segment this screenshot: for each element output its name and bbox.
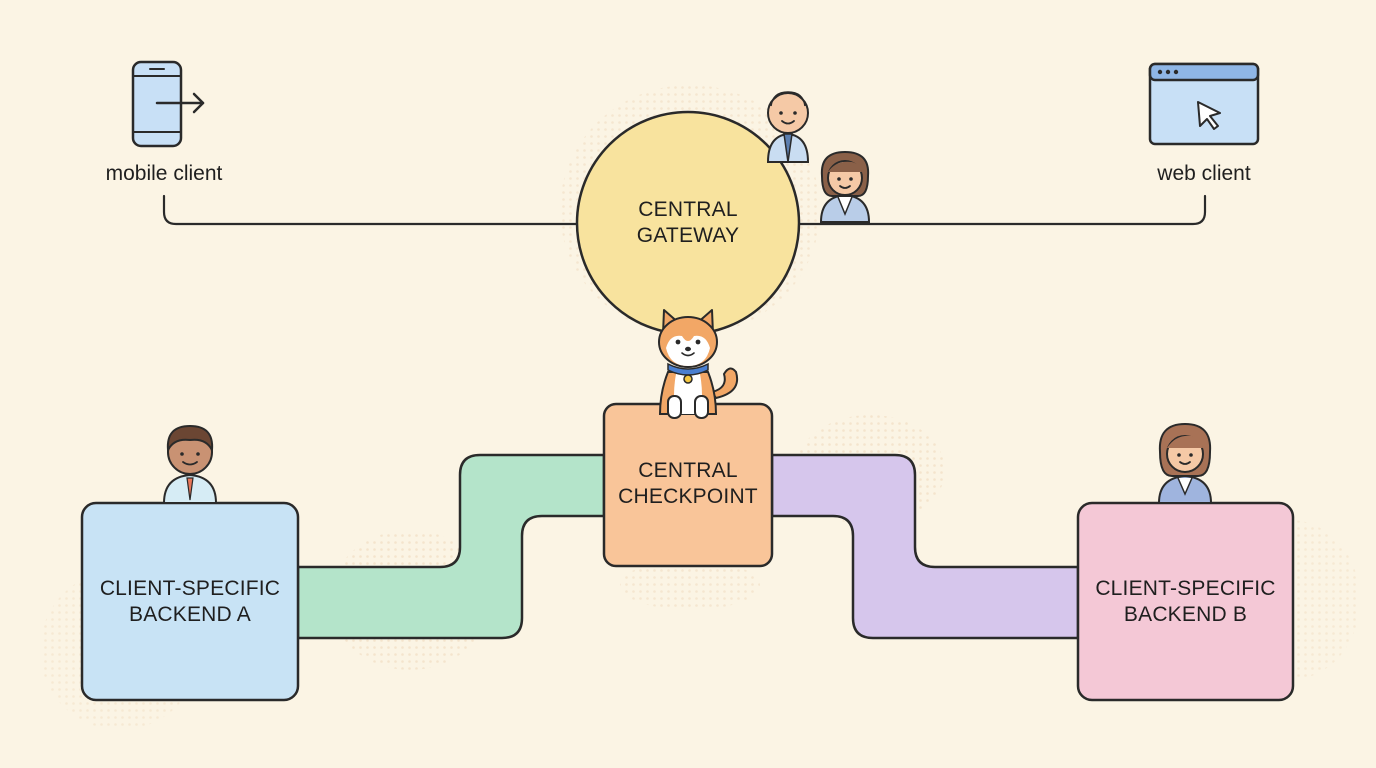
- mobile-client-label: mobile client: [105, 162, 223, 185]
- woman-backend-b-icon: [1157, 422, 1213, 504]
- backend-a-label: CLIENT-SPECIFIC BACKEND A: [82, 576, 298, 628]
- backend-a-label-line2: BACKEND A: [128, 603, 251, 626]
- shiba-dog-icon: [658, 309, 738, 419]
- backend-a-label-line1: CLIENT-SPECIFIC: [99, 577, 281, 600]
- web-client-label: web client: [1157, 162, 1251, 185]
- backend-b-label-line2: BACKEND B: [1123, 603, 1248, 626]
- woman-top-icon: [819, 150, 871, 223]
- gateway-label-line1: CENTRAL: [638, 198, 738, 221]
- checkpoint-label-line2: CHECKPOINT: [618, 485, 758, 508]
- browser-window-icon: [1148, 62, 1260, 146]
- gateway-label-line2: GATEWAY: [636, 224, 740, 247]
- checkpoint-label-line1: CENTRAL: [638, 459, 738, 482]
- bald-man-icon: [766, 91, 810, 163]
- man-with-tie-icon: [162, 424, 218, 504]
- backend-b-label-line1: CLIENT-SPECIFIC: [1095, 577, 1276, 600]
- checkpoint-label: CENTRAL CHECKPOINT: [604, 458, 772, 510]
- gateway-label: CENTRAL GATEWAY: [598, 197, 778, 249]
- backend-b-label: CLIENT-SPECIFIC BACKEND B: [1078, 576, 1293, 628]
- mobile-phone-icon: [131, 60, 205, 148]
